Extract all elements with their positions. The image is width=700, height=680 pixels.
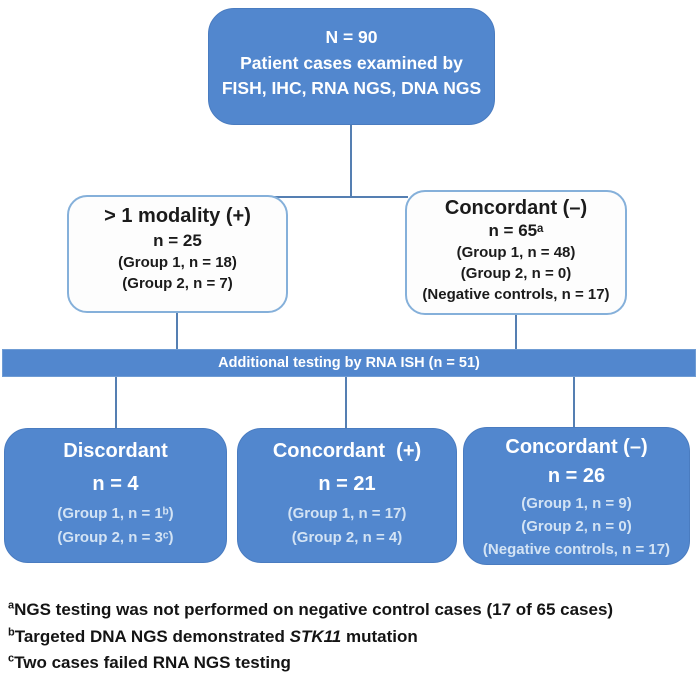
node-total-cases-line3: FISH, IHC, RNA NGS, DNA NGS — [221, 78, 482, 98]
node-concordant-positive-group2: (Group 2, n = 4) — [291, 529, 403, 546]
footnote-b-text-before: Targeted DNA NGS demonstrated — [14, 626, 290, 646]
connector-top-horizontal — [265, 196, 408, 198]
node-concordant-negative-lower-title: Concordant (–) — [505, 436, 648, 458]
node-concordant-negative-upper-title: Concordant (–) — [444, 197, 588, 219]
node-modality-positive-title: > 1 modality (+) — [104, 205, 251, 227]
node-concordant-negative-upper-n: n = 65ᵃ — [488, 221, 544, 240]
footnote-a-marker: a — [8, 599, 15, 612]
node-modality-positive-n: n = 25 — [153, 231, 202, 250]
connector-banner-to-discordant — [115, 377, 117, 428]
connector-top-vertical — [350, 125, 352, 197]
node-concordant-positive-groups: (Group 1, n = 17) (Group 2, n = 4) — [288, 502, 407, 550]
footnote-b-gene-name: STK11 — [289, 626, 342, 646]
footnote-a-text: NGS testing was not performed on negativ… — [14, 600, 614, 619]
node-discordant: Discordant n = 4 (Group 1, n = 1ᵇ) (Grou… — [4, 428, 227, 563]
node-total-cases-line2: Patient cases examined by — [240, 52, 463, 73]
footnotes: aNGS testing was not performed on negati… — [8, 597, 696, 677]
node-concordant-positive: Concordant (+) n = 21 (Group 1, n = 17) … — [237, 428, 457, 563]
footnote-c-text: Two cases failed RNA NGS testing — [14, 653, 291, 672]
node-concordant-negative-lower-n: n = 26 — [547, 465, 606, 487]
connector-banner-to-concordant-positive — [345, 377, 347, 428]
node-concordant-negative-lower-groups: (Group 1, n = 9) (Group 2, n = 0) (Negat… — [483, 492, 670, 561]
node-concordant-negative-lower-group3: (Negative controls, n = 17) — [482, 541, 671, 558]
node-discordant-n: n = 4 — [92, 473, 139, 495]
node-concordant-negative-upper: Concordant (–) n = 65ᵃ (Group 1, n = 48)… — [405, 190, 627, 315]
node-discordant-groups: (Group 1, n = 1ᵇ) (Group 2, n = 3ᶜ) — [57, 502, 173, 550]
node-discordant-group2: (Group 2, n = 3ᶜ) — [57, 529, 174, 546]
footnote-c-marker: c — [8, 652, 15, 665]
node-modality-positive-group1: (Group 1, n = 18) — [118, 254, 237, 271]
node-discordant-group1: (Group 1, n = 1ᵇ) — [57, 505, 174, 522]
node-total-cases: N = 90 Patient cases examined by FISH, I… — [208, 8, 495, 125]
node-concordant-negative-upper-group2: (Group 2, n = 0) — [460, 265, 572, 282]
node-concordant-positive-title: Concordant (+) — [272, 440, 422, 462]
footnote-b-marker: b — [8, 625, 15, 638]
footnote-b: bTargeted DNA NGS demonstrated STK11 mut… — [8, 624, 696, 651]
node-concordant-negative-upper-group3: (Negative controls, n = 17) — [422, 286, 610, 303]
connector-right-to-banner — [515, 315, 517, 349]
footnote-b-text-after: mutation — [341, 626, 418, 646]
footnote-a: aNGS testing was not performed on negati… — [8, 597, 696, 624]
node-modality-positive-group2: (Group 2, n = 7) — [122, 275, 233, 292]
node-concordant-negative-lower: Concordant (–) n = 26 (Group 1, n = 9) (… — [463, 427, 690, 565]
node-concordant-negative-lower-group1: (Group 1, n = 9) — [521, 495, 632, 512]
node-concordant-negative-upper-group1: (Group 1, n = 48) — [456, 244, 576, 261]
connector-left-to-banner — [176, 313, 178, 349]
node-concordant-positive-group1: (Group 1, n = 17) — [287, 505, 407, 522]
node-concordant-positive-n: n = 21 — [318, 473, 376, 495]
banner-additional-testing: Additional testing by RNA ISH (n = 51) — [2, 349, 696, 377]
banner-additional-testing-label: Additional testing by RNA ISH (n = 51) — [218, 355, 480, 371]
connector-banner-to-concordant-negative — [573, 377, 575, 427]
node-total-cases-line1: N = 90 — [325, 27, 378, 47]
node-concordant-negative-lower-group2: (Group 2, n = 0) — [521, 518, 632, 535]
footnote-c: cTwo cases failed RNA NGS testing — [8, 650, 696, 677]
node-discordant-title: Discordant — [63, 440, 168, 462]
node-modality-positive: > 1 modality (+) n = 25 (Group 1, n = 18… — [67, 195, 288, 313]
